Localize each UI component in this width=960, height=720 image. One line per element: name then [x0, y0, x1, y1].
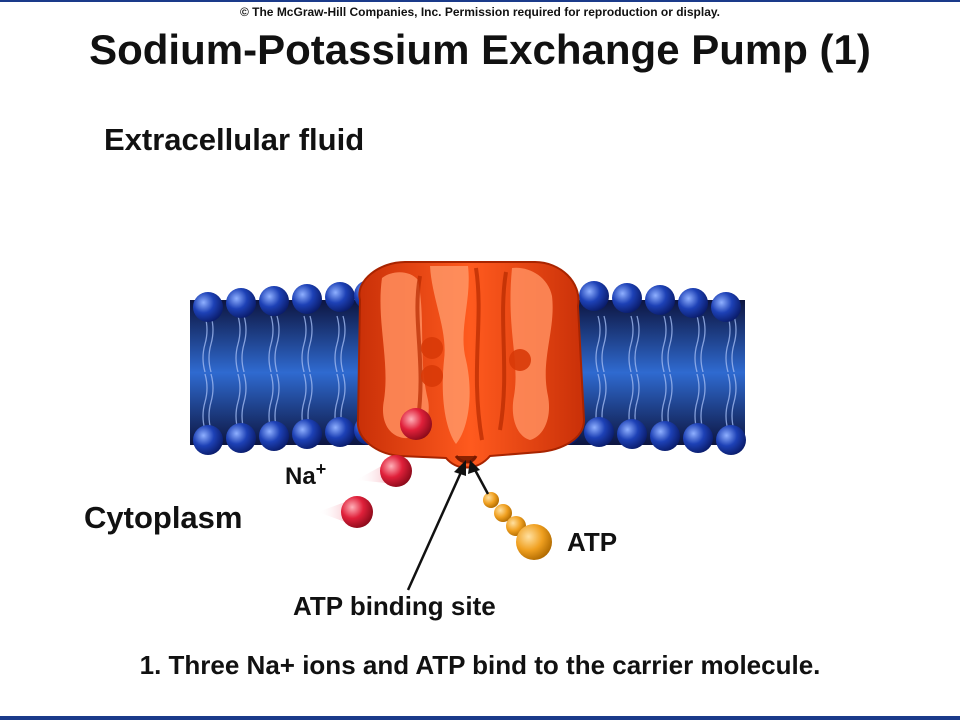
step-caption: 1. Three Na+ ions and ATP bind to the ca… [139, 650, 821, 680]
top-rule [0, 0, 960, 2]
protein-subunit-right [510, 267, 553, 440]
atp-binding-notch [454, 455, 478, 464]
atp-molecule [483, 492, 552, 560]
sodium-ion [341, 496, 373, 528]
atp-adenosine [516, 524, 552, 560]
sodium-ion [380, 455, 412, 487]
atp-phosphate [494, 504, 512, 522]
atp-arrow [472, 467, 490, 495]
sodium-ions [318, 408, 432, 528]
charge-superscript: + [315, 459, 327, 479]
atp-binding-site-label: ATP binding site [293, 591, 496, 621]
sodium-binding-pocket [421, 337, 443, 359]
sodium-ion-label: Na+ [285, 459, 327, 490]
bottom-rule [0, 716, 960, 720]
extracellular-fluid-label: Extracellular fluid [104, 122, 365, 157]
atp-label: ATP [567, 527, 618, 557]
phospholipid-heads-top [193, 279, 741, 322]
copyright-notice: © The McGraw-Hill Companies, Inc. Permis… [239, 5, 721, 19]
sodium-binding-pocket [509, 349, 531, 371]
sodium-ion [400, 408, 432, 440]
protein-subunit-center [430, 266, 470, 444]
atp-phosphate [483, 492, 499, 508]
carrier-protein [356, 261, 586, 469]
sodium-binding-pocket [421, 365, 443, 387]
binding-site-arrow [406, 469, 464, 591]
annotation-arrows [406, 460, 490, 591]
cytoplasm-label: Cytoplasm [84, 500, 243, 535]
page-title: Sodium-Potassium Exchange Pump (1) [89, 26, 871, 73]
